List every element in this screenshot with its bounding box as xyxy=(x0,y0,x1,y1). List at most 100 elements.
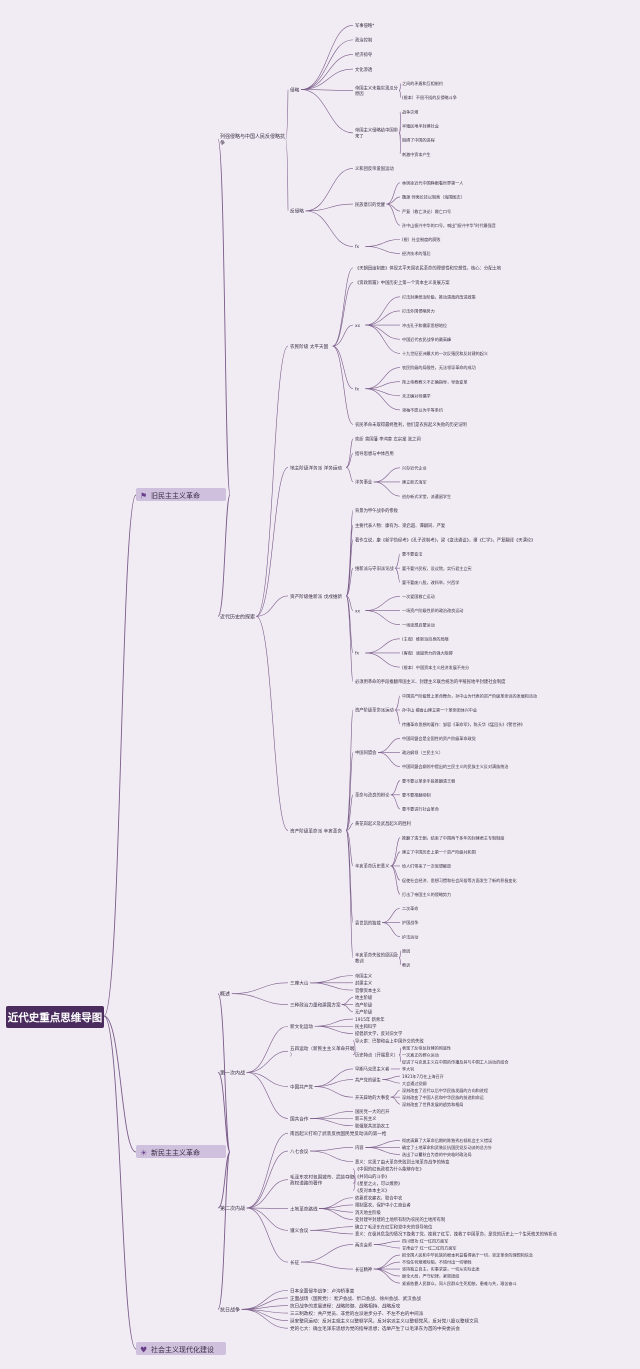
leaf-node[interactable]: 中国同盟会是全国性的资产阶级革命政党 xyxy=(402,735,476,741)
leaf-node[interactable]: 教训 xyxy=(402,962,410,968)
branch-node[interactable]: 农民阶级 太平天国 xyxy=(290,343,329,350)
leaf-node[interactable]: (根）社会制度的腐败 xyxy=(402,236,440,242)
leaf-node[interactable]: 背景为甲午战争的惨败 xyxy=(355,507,399,514)
branch-node[interactable]: 辛亥革命历史意义 xyxy=(355,863,390,870)
leaf-node[interactable]: 三三制政权：共产党员、非党的左派进步分子、不左不右的中间派 xyxy=(290,1310,424,1317)
leaf-node[interactable]: 建立了中国历史上第一个资产阶级共和国 xyxy=(402,848,476,854)
branch-node[interactable]: 近代历史的探索 xyxy=(220,613,255,620)
leaf-node[interactable]: 中国近代农民战争的最高峰 xyxy=(402,336,451,342)
leaf-node[interactable]: 一次爱国救亡运动 xyxy=(402,593,435,599)
leaf-node[interactable]: 未正确对待儒学 xyxy=(402,392,431,398)
leaf-node[interactable]: 《星星之火，可以燎原》 xyxy=(355,1180,402,1187)
leaf-node[interactable]: 拜上帝教教义不正确指导，导致变革 xyxy=(402,378,468,384)
branch-node[interactable]: 共产党的诞生 xyxy=(355,1076,381,1083)
leaf-node[interactable]: 著作立说，康《新学伪经考》《孔子改制考》，梁《变法通议》，谭《仁学》，严复翻译《… xyxy=(355,536,535,543)
branch-node[interactable]: 资产阶级革命派 辛亥革命 xyxy=(290,827,342,834)
branch-node[interactable]: 两次会师 xyxy=(355,1241,373,1248)
branch-node[interactable]: 民族意识的觉醒 xyxy=(355,201,386,208)
leaf-node[interactable]: 抗日战争的发展进程：战略防御、战略相持、战略反攻 xyxy=(290,1302,401,1309)
leaf-node[interactable]: 孙中山振兴中华的口号，喊出"振兴中华"时代最强音 xyxy=(402,222,496,228)
leaf-node[interactable]: 一场资产阶级性质的政治改良运动 xyxy=(402,607,463,613)
leaf-node[interactable]: 联俄联共扶助农工 xyxy=(355,1122,390,1129)
leaf-node[interactable]: 消灭地主阶级 xyxy=(355,1209,381,1216)
leaf-node[interactable]: 日本全面侵华战争：卢沟桥事变 xyxy=(290,1287,355,1294)
leaf-node[interactable]: 延安整风运动：反对主观主义以整顿学风，反对宗派主义以整顿党风，反对党八股以整顿文… xyxy=(290,1318,479,1325)
branch-node[interactable]: 国共合作 xyxy=(290,1115,309,1122)
leaf-node[interactable]: 经济掠夺 xyxy=(355,51,373,58)
leaf-node[interactable]: 要不要推翻帝制 xyxy=(402,791,431,797)
branch-node[interactable]: 维新派与守旧派论战 xyxy=(355,565,394,572)
leaf-node[interactable]: 打击了帝国主义的侵略势力 xyxy=(402,891,451,897)
main-branch-node[interactable]: ☀新民主主义革命 xyxy=(136,1145,226,1158)
branch-node[interactable]: 帝国主义侵略给中国带来了 xyxy=(355,127,399,140)
leaf-node[interactable]: 一次真正的群众运动 xyxy=(402,1052,439,1058)
branch-node[interactable]: 三种政治力量和建国方案 xyxy=(290,1001,341,1008)
leaf-node[interactable]: 十九世纪亚洲最大的一次反殖民和反封建的起义 xyxy=(402,350,488,356)
leaf-node[interactable]: 不怕任何艰难险阻，不惜付出一切牺牲 xyxy=(402,1259,472,1265)
leaf-node[interactable]: 帝国主义 xyxy=(355,972,373,979)
leaf-node[interactable]: 护法运动 xyxy=(402,933,418,939)
leaf-node[interactable]: 阻碍了中国的进程 xyxy=(402,137,435,143)
leaf-node[interactable]: 1921年7月在上海召开 xyxy=(402,1073,444,1079)
leaf-node[interactable]: 义和团反帝爱国运动 xyxy=(355,165,394,172)
leaf-node[interactable]: 促使社会经济、思想习惯和社会风俗等方面发生了新的积极变化 xyxy=(402,877,517,883)
leaf-node[interactable]: 政治控制 xyxy=(355,37,372,44)
leaf-node[interactable]: 半殖民地半封建社会 xyxy=(402,122,439,128)
leaf-node[interactable]: 要不要以革命手段推翻清王朝 xyxy=(402,777,455,783)
leaf-node[interactable]: 紧紧依靠人民群众，同人民群众生死相依，患难与共，艰苦奋斗 xyxy=(402,1280,517,1286)
branch-node[interactable]: fx xyxy=(355,386,360,392)
leaf-node[interactable]: 领袖不愿以为平等条约 xyxy=(402,407,443,413)
leaf-node[interactable]: 要不要进行社会革命 xyxy=(402,806,439,812)
leaf-node[interactable]: 护国战争 xyxy=(402,919,418,925)
branch-node[interactable]: 历史特点（开端意义） xyxy=(355,1052,398,1059)
leaf-node[interactable]: 文化渗透 xyxy=(355,66,373,73)
leaf-node[interactable]: 战争灾难 xyxy=(402,108,418,114)
branch-node[interactable]: xx xyxy=(355,609,361,614)
leaf-node[interactable]: 必须用革命的手段推翻帝国主义、封建主义联合统治的半殖民地半封建社会制度 xyxy=(355,678,506,685)
branch-node[interactable]: 列强侵略与中国人民反侵略抗争 xyxy=(220,133,285,147)
leaf-node[interactable]: 深刻改变了世界发展的趋势和格局 xyxy=(402,1101,463,1107)
leaf-node[interactable]: 选出了以瞿秋白为首的中央临时政治局 xyxy=(402,1151,472,1157)
leaf-node[interactable]: 二次革命 xyxy=(402,905,418,911)
branch-node[interactable]: 八七会议 xyxy=(290,1148,309,1155)
leaf-node[interactable]: 限制富农，保护中小工商业者 xyxy=(355,1202,412,1209)
leaf-node[interactable]: 要不要变法 xyxy=(402,551,422,557)
branch-node[interactable]: 内容 xyxy=(355,1144,364,1151)
branch-node[interactable]: xx xyxy=(355,324,361,329)
branch-node[interactable]: fx xyxy=(355,244,360,250)
branch-node[interactable]: 三座大山 xyxy=(290,980,309,987)
leaf-node[interactable]: (根本）中国资本主义经济发展不充分 xyxy=(402,664,469,670)
branch-node[interactable]: 第一次内战 xyxy=(220,1069,245,1076)
leaf-node[interactable]: 打击封建统治阶级，推动清政府改进政策 xyxy=(402,293,476,299)
leaf-node[interactable]: 农民阶级的局限性，无法领导革命的成功 xyxy=(402,364,476,370)
leaf-node[interactable]: 推翻了清王朝，结束了中国两千多年的封建君主专制制度 xyxy=(402,834,504,840)
leaf-node[interactable]: 依靠贫农雇农，联合中农 xyxy=(355,1194,403,1201)
leaf-node[interactable]: (根本）不屈不挠的反侵略斗争 xyxy=(402,94,457,100)
branch-node[interactable]: 中国共产党 xyxy=(290,1083,313,1090)
branch-node[interactable]: 土地革命路线 xyxy=(290,1205,318,1212)
leaf-node[interactable]: 之间的矛盾和互相制约 xyxy=(402,80,443,86)
leaf-node[interactable]: 军事侵略* xyxy=(355,22,375,29)
leaf-node[interactable]: 确定了土地革命和武装反抗国民党反动派的总方针 xyxy=(402,1144,492,1150)
leaf-node[interactable]: 要不要兴民权，设议院，实行君主立宪 xyxy=(402,565,472,571)
leaf-node[interactable]: 《井冈山的斗争》 xyxy=(355,1173,389,1180)
leaf-node[interactable]: 大会通过党纲 xyxy=(402,1080,427,1086)
branch-node[interactable]: 辛亥革命失败的原因及教训 xyxy=(355,952,399,965)
leaf-node[interactable]: 《中国的红色政权为什么能够存在》 xyxy=(355,1166,424,1173)
branch-node[interactable]: fx xyxy=(355,651,360,657)
leaf-node[interactable]: 孙中山 檀香山建立第一个革命团体兴中会 xyxy=(402,707,477,713)
leaf-node[interactable]: 正面战场（国民党）：淞沪会战、忻口会战、徐州会战、武汉会战 xyxy=(290,1295,421,1302)
leaf-node[interactable]: 给人们带来了一次思想解放 xyxy=(402,863,451,869)
leaf-node[interactable]: 李大钊 xyxy=(402,1066,414,1072)
leaf-node[interactable]: 原因 xyxy=(402,948,410,953)
leaf-node[interactable]: 导火索：巴黎和会上中国外交的失败 xyxy=(355,1037,424,1044)
leaf-node[interactable]: 无产阶级 xyxy=(355,1009,373,1016)
leaf-node[interactable]: 经济技术的落后 xyxy=(402,250,431,256)
leaf-node[interactable]: 国民党一大的召开 xyxy=(355,1108,390,1115)
leaf-node[interactable]: 确立了毛泽东在红军和党中央的领导地位 xyxy=(355,1223,433,1230)
leaf-node[interactable]: 创办新式学堂，派遣留学生 xyxy=(402,493,451,499)
leaf-node[interactable]: 中国资产阶级登上革命舞台，孙中山为代表的资产阶级革命派的发展和活动 xyxy=(402,693,537,699)
branch-node[interactable]: 遵义会议 xyxy=(290,1227,309,1234)
leaf-node[interactable]: 建立新式海军 xyxy=(402,479,427,485)
leaf-node[interactable]: 四川懋功 红一红四方面军 xyxy=(402,1238,448,1244)
